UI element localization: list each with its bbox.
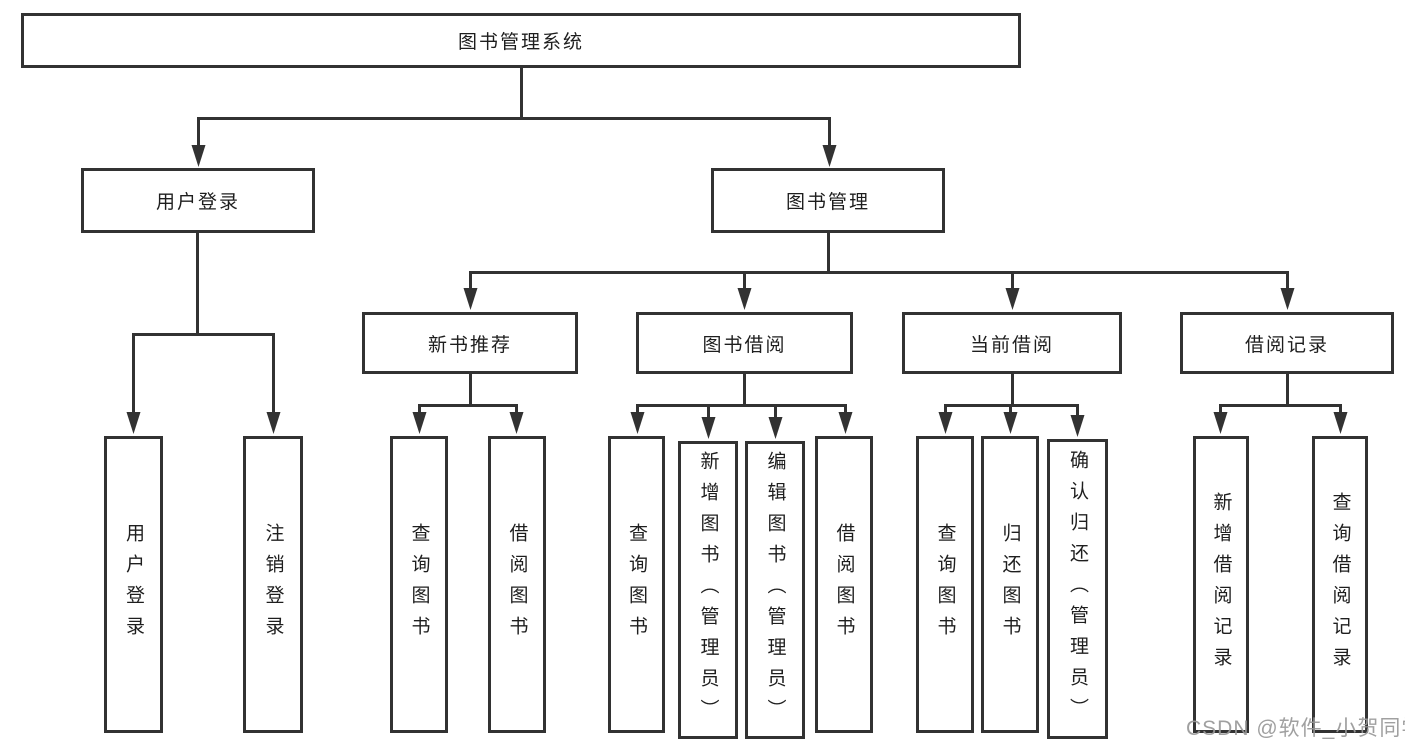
csdn-watermark: CSDN @软件_小贺同学: [1186, 717, 1405, 740]
node-user-login: 用户登录: [81, 168, 315, 233]
node-leaf-logout: 注销登录: [243, 436, 303, 733]
node-label: 用户登录: [155, 192, 240, 213]
node-leaf-user-login: 用户登录: [104, 436, 163, 733]
node-leaf-add-books-admin: 新增图书（管理员）: [678, 441, 738, 739]
node-label: 借阅记录: [1244, 334, 1329, 356]
node-leaf-borrow-books-recommend: 借阅图书: [488, 436, 546, 733]
node-leaf-add-borrow-record: 新增借阅记录: [1193, 436, 1249, 733]
node-label: 图书借阅: [702, 334, 787, 356]
node-leaf-query-borrow-record: 查询借阅记录: [1312, 436, 1368, 733]
node-leaf-query-books-borrow: 查询图书: [608, 436, 665, 733]
node-leaf-query-books-current: 查询图书: [916, 436, 974, 733]
node-borrowing-records: 借阅记录: [1180, 312, 1394, 374]
node-label: 借阅图书: [833, 522, 855, 647]
node-label: 当前借阅: [969, 334, 1054, 356]
node-label: 新书推荐: [427, 334, 512, 356]
node-current-borrowing: 当前借阅: [902, 312, 1122, 374]
node-new-book-recommendation: 新书推荐: [362, 312, 578, 374]
node-label: 查询图书: [408, 522, 430, 647]
node-label: 借阅图书: [506, 522, 528, 647]
node-library-management-system: 图书管理系统: [21, 13, 1021, 68]
node-label: 查询借阅记录: [1329, 491, 1351, 678]
node-label: 确认归还（管理员）: [1067, 449, 1088, 729]
node-leaf-confirm-return-admin: 确认归还（管理员）: [1047, 439, 1108, 739]
node-label: 注销登录: [262, 522, 284, 647]
node-book-borrowing: 图书借阅: [636, 312, 853, 374]
node-label: 新增图书（管理员）: [697, 450, 719, 730]
node-leaf-query-books-recommend: 查询图书: [390, 436, 448, 733]
node-leaf-borrow-books: 借阅图书: [815, 436, 873, 733]
node-leaf-edit-books-admin: 编辑图书（管理员）: [745, 441, 805, 739]
node-label: 查询图书: [934, 522, 956, 647]
node-label: 图书管理: [785, 192, 870, 213]
node-label: 查询图书: [626, 522, 647, 647]
node-label: 图书管理系统: [457, 32, 584, 53]
node-label: 用户登录: [123, 522, 144, 647]
node-label: 新增借阅记录: [1210, 491, 1232, 678]
node-leaf-return-books: 归还图书: [981, 436, 1039, 733]
node-book-management: 图书管理: [711, 168, 945, 233]
node-label: 归还图书: [999, 522, 1021, 647]
node-label: 编辑图书（管理员）: [764, 450, 786, 730]
